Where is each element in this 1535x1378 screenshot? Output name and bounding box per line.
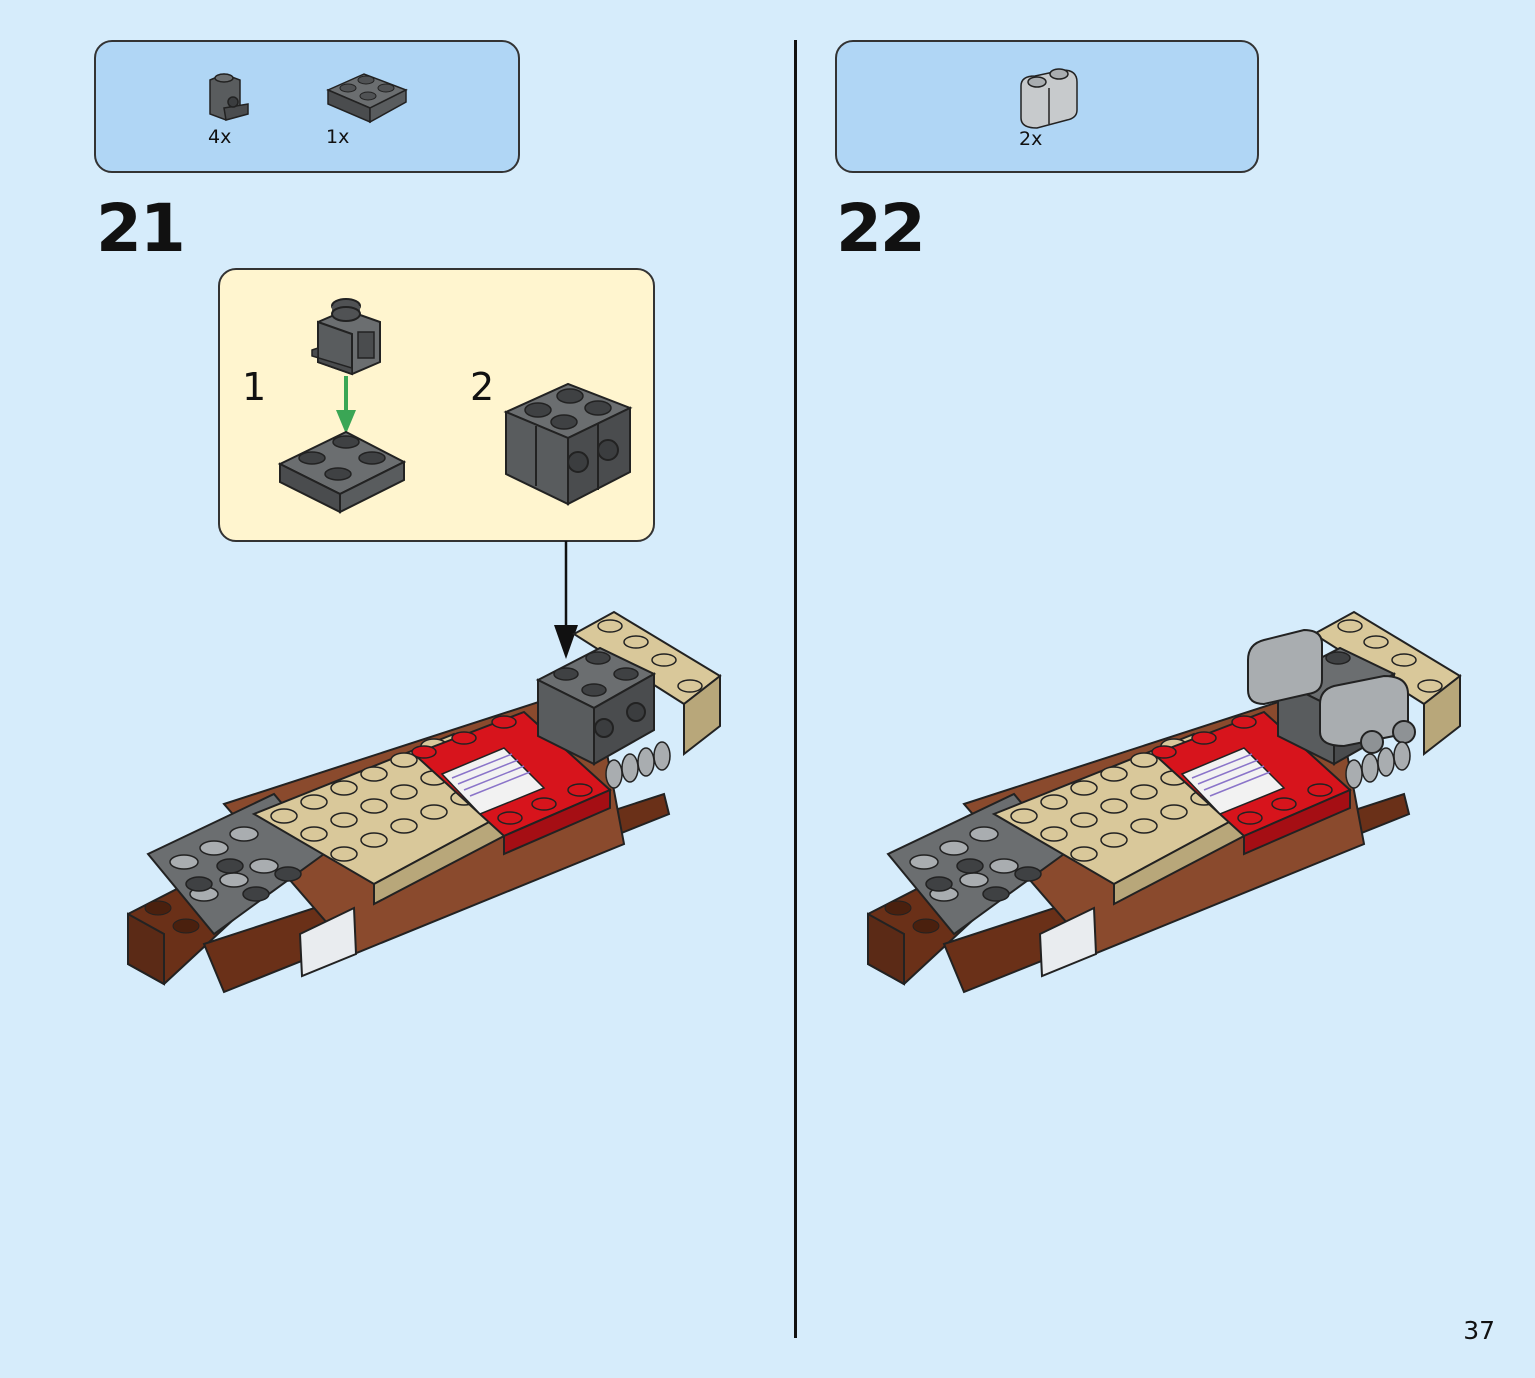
plate-2x2-part-icon xyxy=(326,73,408,124)
step-21-number: 21 xyxy=(96,190,186,267)
placement-arrow xyxy=(554,541,578,659)
sub-step-2-illustration xyxy=(503,382,633,506)
step-22-number: 22 xyxy=(836,190,926,267)
round-brick-count: 2x xyxy=(1019,128,1043,150)
sub-step-1-illustration xyxy=(277,298,407,514)
step-21-sub-assembly-panel: 1 2 xyxy=(218,268,655,542)
bracket-brick-part-icon xyxy=(209,73,249,121)
step-21-parts-callout: 4x 1x xyxy=(94,40,520,173)
round-brick-part-icon xyxy=(1020,68,1078,129)
sub-step-2-number: 2 xyxy=(470,365,495,409)
step-divider xyxy=(794,40,797,1338)
step-22-model xyxy=(867,610,1462,994)
bracket-brick-count: 4x xyxy=(208,126,232,148)
step-22-parts-callout: 2x xyxy=(835,40,1259,173)
plate-count: 1x xyxy=(326,126,350,148)
step-21-model xyxy=(127,610,722,994)
sub-step-1-number: 1 xyxy=(242,365,267,409)
page-number: 37 xyxy=(1463,1316,1495,1345)
